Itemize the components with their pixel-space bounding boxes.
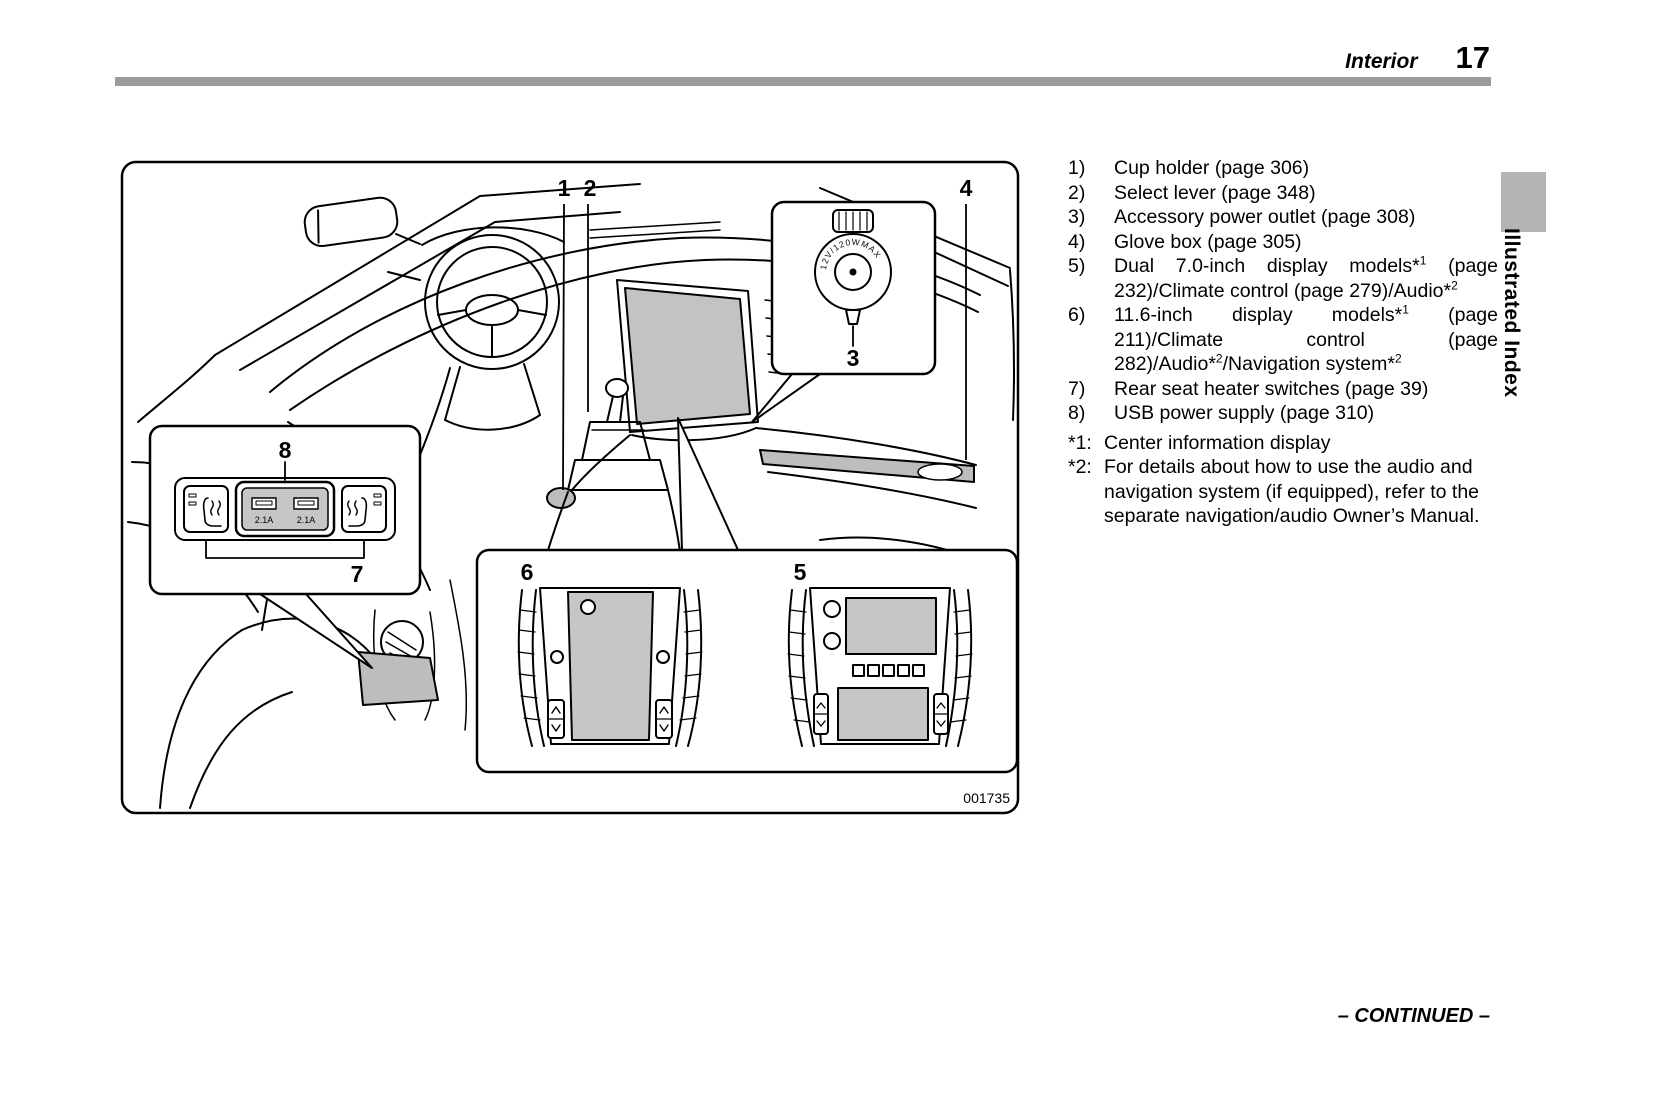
display-11-6-inch-unit	[517, 587, 703, 747]
left-seat-heater-button	[183, 485, 229, 533]
usb-port-icon	[293, 497, 319, 510]
legend-item-number: 6)	[1068, 304, 1086, 326]
footnote-number: *2:	[1068, 456, 1092, 478]
callout-1-label: 1	[558, 175, 571, 201]
callout-lines	[562, 203, 967, 491]
footnote-list: *1: Center information display *2: For deta…	[1068, 431, 1498, 529]
usb-port-tab	[255, 500, 273, 506]
legend-item-3: 3) Accessory power outlet (page 308)	[1068, 205, 1498, 230]
legend-item-5: 5) Dual 7.0-inch display models*1 (page 2…	[1068, 254, 1498, 303]
footnote-text: For details about how to use the audio a…	[1104, 456, 1480, 527]
legend-item-text: Glove box (page 305)	[1114, 230, 1302, 253]
cup-holder	[546, 487, 576, 509]
figure-code: 001735	[963, 790, 1010, 806]
legend-item-text: Cup holder (page 306)	[1114, 157, 1310, 179]
callout-4-label: 4	[960, 175, 973, 201]
side-mirror	[303, 196, 399, 247]
header-page-number: 17	[1455, 40, 1490, 75]
callout-7-label: 7	[351, 561, 364, 587]
legend-item-8: 8) USB power supply (page 310)	[1068, 401, 1498, 426]
usb-amperage-label: 2.1A	[255, 515, 274, 525]
instrument-hood	[421, 226, 565, 246]
steering-wheel	[387, 234, 560, 486]
callout-6-label: 6	[521, 559, 534, 585]
legend-item-text: Select lever (page 348)	[1114, 181, 1316, 204]
legend-list: 1) Cup holder (page 306) 2) Select lever (p…	[1068, 156, 1498, 426]
interior-line-art: 12V/120WMAX	[120, 160, 1020, 815]
legend-item-number: 2)	[1068, 181, 1086, 204]
header-divider-rule	[115, 77, 1491, 86]
header-section-title: Interior	[1345, 50, 1418, 73]
callout-2-label: 2	[584, 175, 597, 201]
legend-item-number: 7)	[1068, 377, 1086, 400]
callout-5-label: 5	[794, 559, 807, 585]
select-lever	[567, 378, 669, 491]
right-seat-heater-button	[341, 485, 387, 533]
usb-port-tab	[297, 500, 315, 506]
usb-power-module	[234, 480, 336, 538]
accessory-power-outlet	[814, 209, 892, 347]
legend-item-1: 1) Cup holder (page 306)	[1068, 156, 1498, 181]
legend: 1) Cup holder (page 306) 2) Select lever (p…	[1068, 156, 1498, 529]
figure-interior-diagram: 12V/120WMAX	[120, 160, 1020, 815]
legend-item-number: 4)	[1068, 230, 1086, 253]
legend-item-text: Rear seat heater switches (page 39)	[1114, 377, 1429, 400]
side-index-tab	[1501, 172, 1546, 232]
legend-item-number: 1)	[1068, 157, 1086, 179]
page-header: Interior 17	[1000, 40, 1490, 76]
footnote-text: Center information display	[1104, 431, 1331, 454]
legend-item-4: 4) Glove box (page 305)	[1068, 230, 1498, 255]
legend-item-text: 11.6-inch display models*1 (page 211)/Cl…	[1114, 302, 1498, 376]
footer-continued: – CONTINUED –	[1337, 1005, 1490, 1027]
usb-amperage-label: 2.1A	[297, 515, 316, 525]
legend-item-text: USB power supply (page 310)	[1114, 402, 1375, 424]
heater-switch-panel	[174, 461, 396, 559]
callout-8-label: 8	[279, 437, 292, 463]
callout-3-label: 3	[847, 345, 860, 371]
display-units	[517, 587, 973, 747]
legend-item-2: 2) Select lever (page 348)	[1068, 181, 1498, 206]
callout-line-1	[562, 203, 565, 491]
side-index-label: Illustrated Index	[1500, 228, 1523, 398]
legend-item-text: Dual 7.0-inch display models*1 (page 232…	[1114, 253, 1498, 302]
center-display	[571, 279, 787, 491]
footnote-1: *1: Center information display	[1068, 431, 1498, 456]
legend-item-number: 3)	[1068, 206, 1086, 228]
inset-leaders	[259, 373, 821, 669]
legend-item-7: 7) Rear seat heater switches (page 39)	[1068, 377, 1498, 402]
footnote-number: *1:	[1068, 431, 1092, 454]
usb-port-icon	[251, 497, 277, 510]
legend-item-text: Accessory power outlet (page 308)	[1114, 206, 1416, 228]
rear-console-panel	[357, 651, 439, 706]
legend-item-number: 8)	[1068, 402, 1086, 424]
legend-item-6: 6) 11.6-inch display models*1 (page 211)/…	[1068, 303, 1498, 377]
legend-item-number: 5)	[1068, 255, 1086, 277]
display-dual-7-inch-unit	[787, 587, 973, 747]
footnote-2: *2: For details about how to use the audi…	[1068, 455, 1498, 529]
